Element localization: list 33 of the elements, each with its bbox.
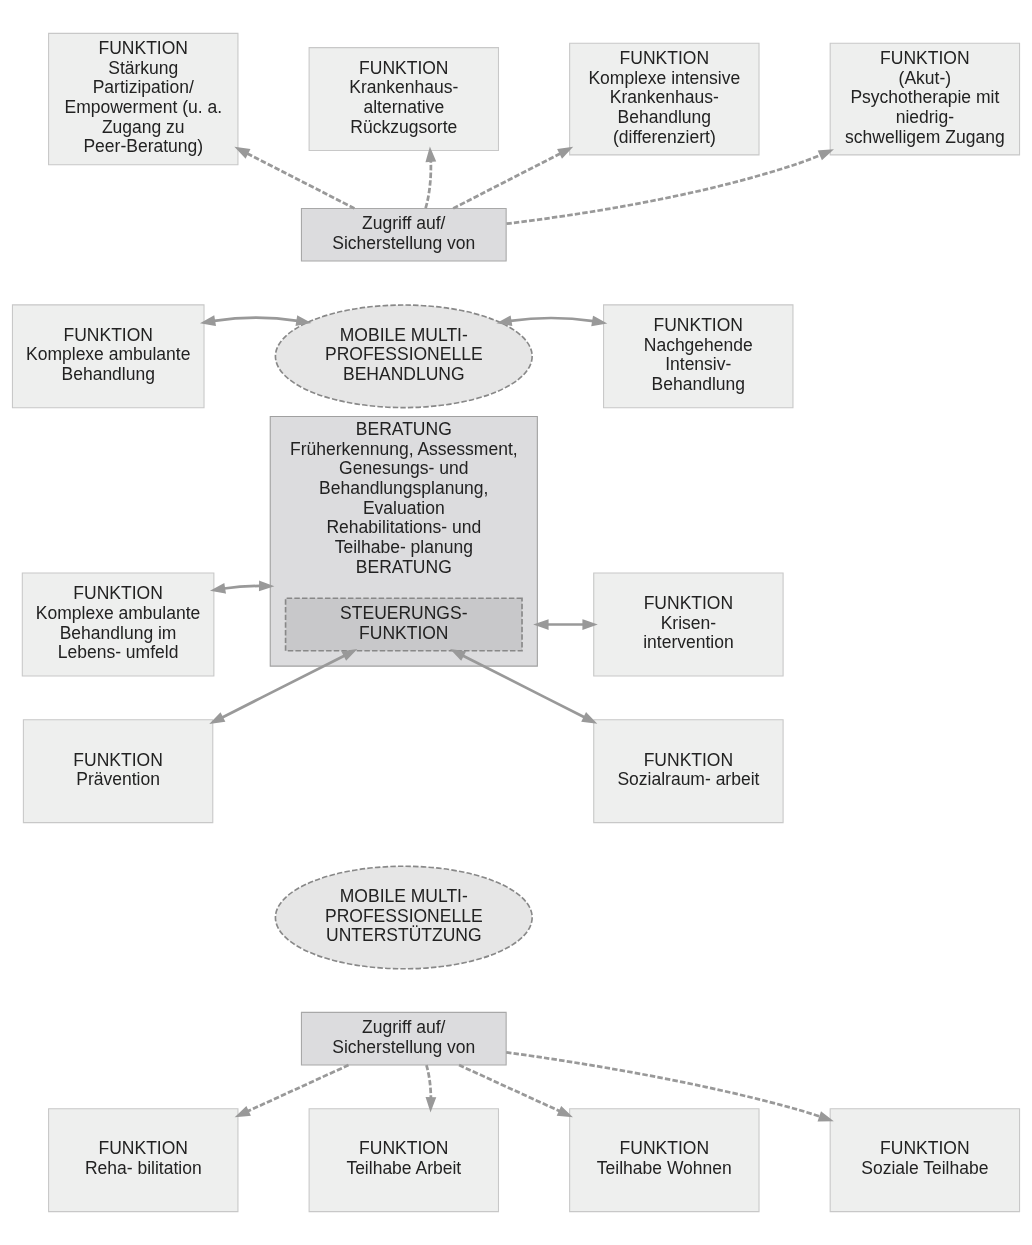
node-box: Zugriff auf/ Sicherstellung von xyxy=(300,1011,507,1066)
node-box: FUNKTION Reha- bilitation xyxy=(48,1108,239,1213)
node-box: FUNKTION Komplexe intensive Krankenhaus- Behandlung (differenziert) xyxy=(569,42,760,156)
arrow xyxy=(506,149,834,226)
arrow xyxy=(234,1063,350,1118)
arrow xyxy=(450,649,598,724)
node-box: FUNKTION Soziale Teilhabe xyxy=(829,1108,1021,1213)
arrow xyxy=(452,146,574,210)
node-box: Zugriff auf/ Sicherstellung von xyxy=(300,208,507,262)
node-ellipse: MOBILE MULTI- PROFESSIONELLE BEHANDLUNG xyxy=(274,304,533,409)
arrow xyxy=(533,619,598,630)
node-box: FUNKTION Krisen- intervention xyxy=(593,572,784,677)
arrow xyxy=(506,1050,834,1122)
node-box: FUNKTION Sozialraum- arbeit xyxy=(593,719,784,824)
node-box: FUNKTION Teilhabe Wohnen xyxy=(569,1108,760,1213)
arrow xyxy=(425,1064,437,1113)
node-box: FUNKTION Komplexe ambulante Behandlung xyxy=(11,304,205,409)
node-ellipse: MOBILE MULTI- PROFESSIONELLE UNTERSTÜTZUNG xyxy=(274,865,533,970)
node-box: FUNKTION Komplexe ambulante Behandlung im Lebens- umfeld xyxy=(21,572,215,677)
node-box: FUNKTION Nachgehende Intensiv- Behandlung xyxy=(603,304,794,409)
node-box: FUNKTION Prävention xyxy=(22,719,214,824)
arrow xyxy=(424,146,437,209)
node-box: FUNKTION Teilhabe Arbeit xyxy=(308,1108,500,1213)
arrow xyxy=(234,146,356,210)
arrow xyxy=(209,580,275,594)
node-box: FUNKTION Stärkung Partizipation/ Empowerment (u. a. Zugang zu Peer-Beratung) xyxy=(48,32,239,166)
arrow xyxy=(209,649,358,724)
arrow xyxy=(458,1063,573,1118)
node-box: STEUERUNGS- FUNKTION xyxy=(284,597,523,652)
node-box: FUNKTION Krankenhaus- alternative Rückzugsorte xyxy=(308,47,500,152)
arrow xyxy=(496,315,608,327)
node-box: FUNKTION (Akut-) Psychotherapie mit niedrig- schwelligem Zugang xyxy=(829,42,1021,156)
arrow xyxy=(199,315,312,326)
